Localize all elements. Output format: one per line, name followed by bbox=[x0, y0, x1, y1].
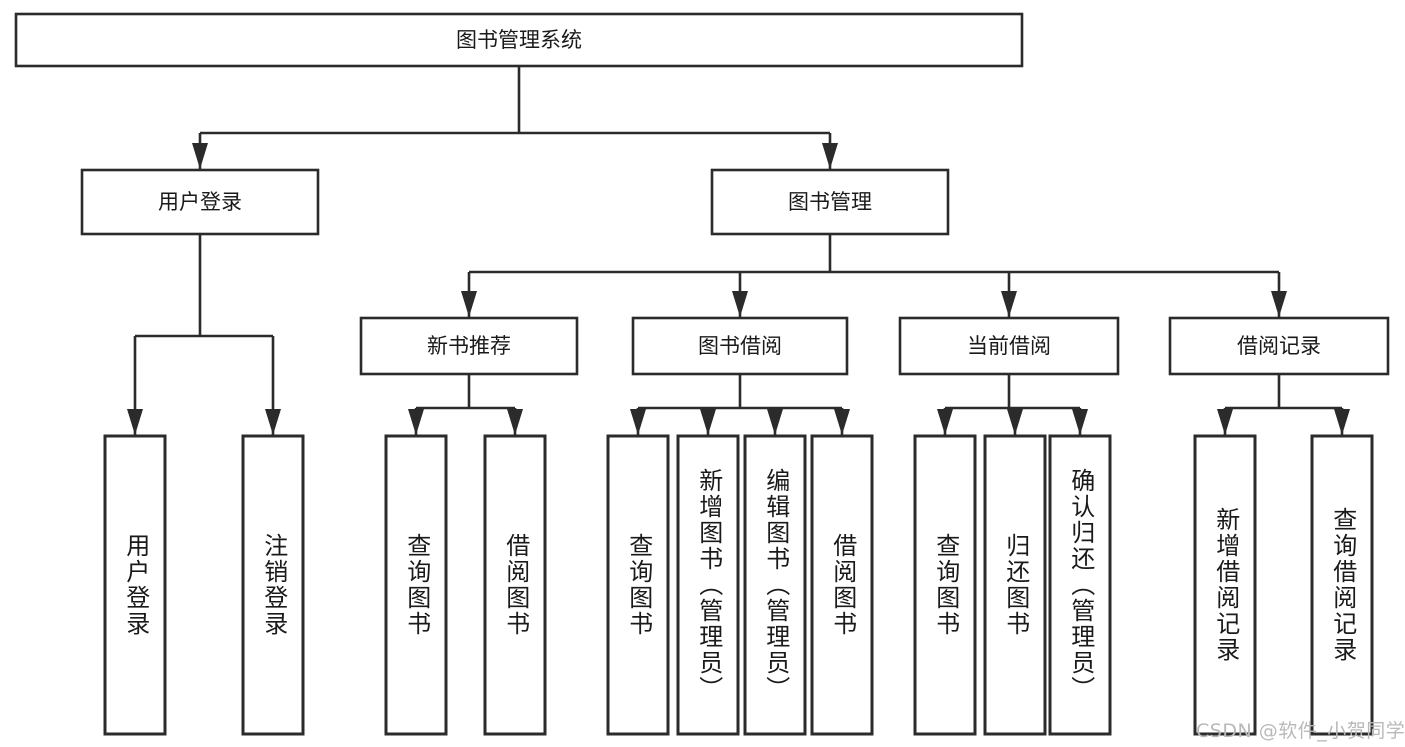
node-box-leaf-return-book[interactable] bbox=[983, 434, 1047, 736]
arrow-head-icon bbox=[265, 409, 281, 435]
arrow-head-icon bbox=[1072, 409, 1088, 435]
arrow-head-icon bbox=[461, 291, 477, 317]
arrow-head-icon bbox=[822, 143, 838, 169]
arrow-head-icon bbox=[1007, 409, 1023, 435]
node-box-leaf-query-book-2[interactable] bbox=[606, 434, 670, 736]
node-box-book-borrow[interactable] bbox=[631, 316, 849, 376]
boxes-layer bbox=[14, 12, 1390, 736]
node-box-leaf-borrow-book-1[interactable] bbox=[483, 434, 547, 736]
node-label-current-borrow: 当前借阅 bbox=[967, 334, 1051, 358]
node-box-leaf-logout[interactable] bbox=[241, 434, 305, 736]
arrow-head-icon bbox=[1334, 409, 1350, 435]
node-box-leaf-query-book-3[interactable] bbox=[913, 434, 977, 736]
arrow-head-icon bbox=[507, 409, 523, 435]
arrow-head-icon bbox=[1271, 291, 1287, 317]
node-box-user-login[interactable] bbox=[80, 168, 320, 236]
node-label-user-login: 用户登录 bbox=[158, 190, 242, 214]
csdn-watermark: CSDN @软件_小贺同学 bbox=[1196, 720, 1405, 742]
node-box-book-manage[interactable] bbox=[710, 168, 950, 236]
node-box-leaf-edit-book[interactable] bbox=[743, 434, 807, 736]
connectors-layer bbox=[127, 66, 1350, 435]
arrow-head-icon bbox=[937, 409, 953, 435]
node-box-leaf-add-record[interactable] bbox=[1193, 434, 1257, 736]
node-box-new-book-recommend[interactable] bbox=[359, 316, 579, 376]
node-box-leaf-borrow-book-2[interactable] bbox=[810, 434, 874, 736]
arrow-head-icon bbox=[1217, 409, 1233, 435]
node-label-book-borrow: 图书借阅 bbox=[698, 334, 782, 358]
arrow-head-icon bbox=[192, 143, 208, 169]
arrow-head-icon bbox=[1001, 291, 1017, 317]
node-label-borrow-record: 借阅记录 bbox=[1237, 334, 1321, 358]
arrow-head-icon bbox=[127, 409, 143, 435]
arrow-head-icon bbox=[834, 409, 850, 435]
arrow-head-icon bbox=[767, 409, 783, 435]
arrow-head-icon bbox=[408, 409, 424, 435]
node-box-leaf-query-record[interactable] bbox=[1310, 434, 1374, 736]
arrow-head-icon bbox=[732, 291, 748, 317]
node-box-leaf-add-book[interactable] bbox=[676, 434, 740, 736]
node-box-current-borrow[interactable] bbox=[898, 316, 1120, 376]
node-box-root[interactable] bbox=[14, 12, 1024, 68]
node-box-leaf-user-login[interactable] bbox=[103, 434, 167, 736]
node-box-leaf-query-book-1[interactable] bbox=[384, 434, 448, 736]
node-label-new-book-recommend: 新书推荐 bbox=[427, 334, 511, 358]
node-box-leaf-confirm-return[interactable] bbox=[1048, 434, 1112, 736]
node-box-borrow-record[interactable] bbox=[1168, 316, 1390, 376]
node-label-book-manage: 图书管理 bbox=[788, 190, 872, 214]
arrow-head-icon bbox=[630, 409, 646, 435]
node-label-root: 图书管理系统 bbox=[456, 28, 582, 52]
arrow-head-icon bbox=[700, 409, 716, 435]
